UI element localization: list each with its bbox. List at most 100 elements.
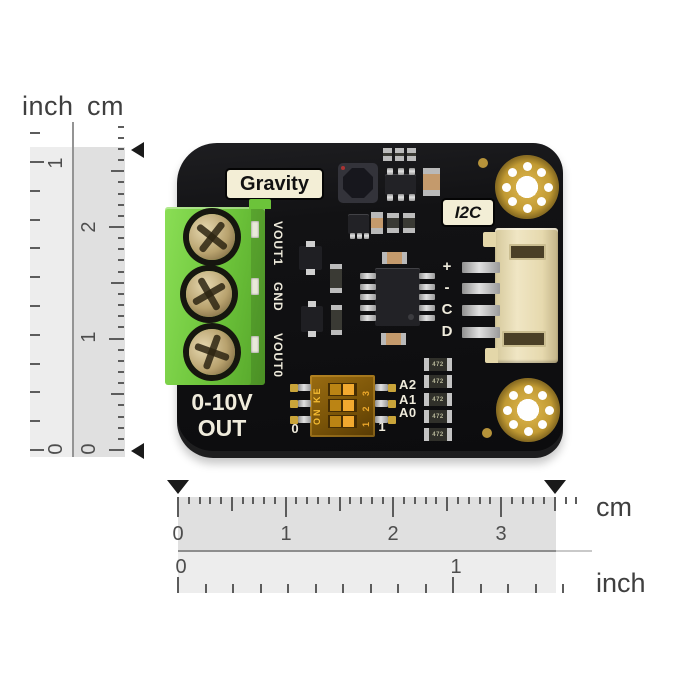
horizontal-cm-tick [209,497,212,504]
horizontal-ruler-divider [178,550,592,552]
horizontal-cm-tick [220,497,223,504]
dip-pad [290,384,298,392]
vertical-cm-tick [118,259,124,262]
board-right-marker-icon [544,480,566,494]
horizontal-cm-number: 1 [280,522,292,545]
mounting-hole-dot [523,426,533,436]
resistor-component [395,148,404,161]
vertical-inch-tick [30,333,40,336]
vertical-inch-tick [30,161,44,163]
capacitor-component [381,333,406,345]
horizontal-cm-tick [392,497,395,517]
pullup-resistor: 472 [424,375,452,388]
connector-slot [502,331,546,347]
mounting-hole-dot [537,167,547,177]
horizontal-cm-tick [306,497,309,504]
inductor-component [338,163,378,203]
vertical-cm-tick [118,415,124,418]
mounting-hole-dot [501,182,511,192]
horizontal-cm-tick [327,497,330,504]
vertical-cm-tick [118,270,124,273]
horizontal-cm-tick [575,497,578,504]
dip-switch: ON KE 1 2 3 [310,375,375,437]
horizontal-inch-tick [534,584,537,593]
connector-pin [462,305,500,316]
dip-address-label: A2 [399,377,417,392]
pullup-resistor: 472 [424,358,452,371]
horizontal-cm-tick [349,497,352,504]
vertical-inch-tick [30,189,40,192]
dip-one-label: 1 [378,419,386,434]
terminal-wire-slot [251,221,259,238]
horizontal-cm-tick [532,497,535,504]
chip-pin [350,233,355,239]
horizontal-inch-tick [397,584,399,593]
vertical-cm-tick [111,170,124,173]
terminal-wire-slot [251,278,259,295]
chip-pin [387,168,393,175]
chip-pin [398,168,404,175]
horizontal-inch-number: 1 [450,555,462,578]
mounting-hole-dot [543,182,553,192]
dip-pad [388,416,396,424]
vertical-cm-tick [109,449,124,451]
vertical-cm-tick [118,348,124,351]
terminal-screw [189,214,235,260]
chip-pin [409,194,415,201]
dip-pin [298,416,311,423]
mounting-hole-dot [502,405,512,415]
horizontal-cm-tick [252,497,255,504]
transistor-component [348,214,369,234]
vertical-cm-tick [118,203,124,206]
horizontal-cm-tick [446,497,449,511]
pcb-board: Gravity I2C [165,143,563,458]
dac-ic-chip [375,268,420,326]
output-range-label: 0-10V [191,389,253,415]
pullup-resistor: 472 [424,428,452,441]
horizontal-cm-tick [564,497,567,504]
resistor-component [403,213,415,233]
horizontal-cm-tick [478,497,481,504]
diode-component [301,301,323,337]
vertical-inch-tick [30,391,40,394]
interface-label-text: I2C [454,202,482,222]
horizontal-cm-tick [338,497,341,511]
horizontal-cm-tick [317,497,319,504]
diode-component [299,241,322,275]
vertical-cm-tick [118,382,124,385]
terminal-screw [179,264,239,324]
horizontal-cm-tick [284,497,287,517]
dip-slider [328,399,357,412]
ic-pin [360,273,376,279]
dip-address-label: A1 [399,392,417,407]
vertical-cm-tick [118,359,124,362]
ic-pin [360,304,376,311]
horizontal-ruler-cm-label: cm [596,492,632,522]
capacitor-component [382,252,407,264]
board-top-marker-icon [131,142,144,158]
mounting-hole-dot [507,167,517,177]
horizontal-cm-tick [241,497,244,504]
dip-pin [375,384,388,391]
board-left-marker-icon [167,480,189,494]
horizontal-inch-tick [177,577,179,593]
vertical-cm-tick [118,315,124,318]
dip-pin [375,416,388,423]
horizontal-inch-tick [287,584,289,593]
horizontal-cm-tick [553,497,556,511]
horizontal-cm-tick [370,497,373,504]
horizontal-inch-tick [369,584,372,593]
interface-label: I2C [443,200,493,225]
connector-pin-label: - [444,279,450,296]
dip-pin [375,400,388,407]
vertical-cm-tick [118,214,124,217]
dip-address-label: A0 [399,405,417,420]
output-out-label: OUT [197,415,247,441]
vertical-cm-tick [118,426,124,429]
vertical-inch-band [30,147,73,457]
mounting-hole-dot [537,197,547,207]
resistor-component [383,148,392,161]
horizontal-cm-number: 0 [172,522,184,545]
connector-pin [462,327,500,338]
ic-pin [419,294,435,300]
